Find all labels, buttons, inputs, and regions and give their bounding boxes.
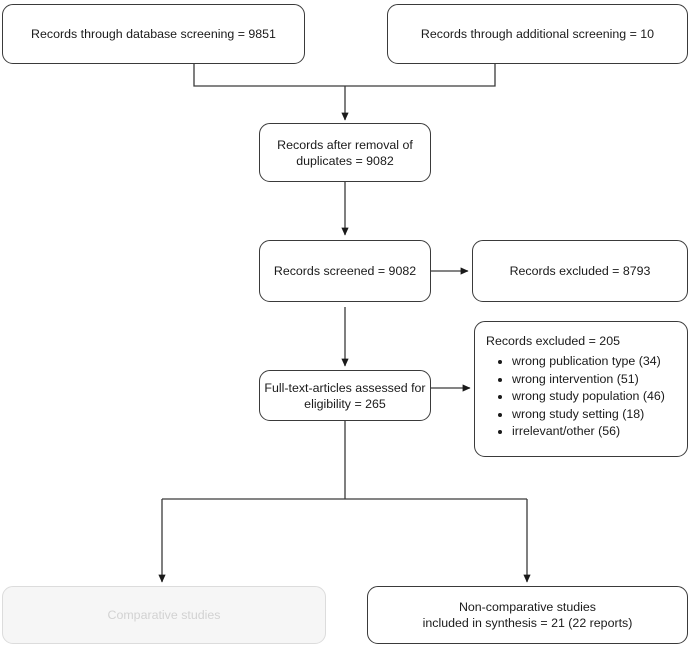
node-records-excluded-fulltext: Records excluded = 205 wrong publication… bbox=[474, 321, 688, 457]
exclusion-reason-list: wrong publication type (34) wrong interv… bbox=[486, 353, 677, 441]
connector-top-bus bbox=[193, 64, 496, 87]
list-item: irrelevant/other (56) bbox=[512, 423, 677, 441]
node-records-excluded-screening-label: Records excluded = 8793 bbox=[509, 264, 651, 278]
node-comparative-studies-label: Comparative studies bbox=[107, 608, 221, 622]
node-non-comparative-studies: Non-comparative studies included in synt… bbox=[367, 586, 688, 644]
node-database-screening: Records through database screening = 985… bbox=[2, 4, 305, 64]
node-records-excluded-fulltext-heading: Records excluded = 205 bbox=[486, 334, 620, 348]
node-database-screening-label: Records through database screening = 985… bbox=[31, 27, 276, 41]
node-additional-screening-label: Records through additional screening = 1… bbox=[420, 27, 655, 41]
list-item: wrong intervention (51) bbox=[512, 371, 677, 389]
list-item: wrong study setting (18) bbox=[512, 406, 677, 424]
node-comparative-studies: Comparative studies bbox=[2, 586, 326, 644]
node-additional-screening: Records through additional screening = 1… bbox=[387, 4, 688, 64]
node-records-excluded-screening: Records excluded = 8793 bbox=[472, 240, 688, 302]
node-records-screened: Records screened = 9082 bbox=[259, 240, 431, 302]
node-fulltext-assessed-label: Full-text-articles assessed for eligibil… bbox=[264, 380, 426, 411]
list-item: wrong publication type (34) bbox=[512, 353, 677, 371]
node-fulltext-assessed: Full-text-articles assessed for eligibil… bbox=[259, 370, 431, 421]
node-non-comparative-studies-label: Non-comparative studies included in synt… bbox=[422, 600, 633, 630]
node-records-screened-label: Records screened = 9082 bbox=[273, 264, 417, 278]
list-item: wrong study population (46) bbox=[512, 388, 677, 406]
node-after-duplicates-label: Records after removal of duplicates = 90… bbox=[277, 137, 413, 168]
node-after-duplicates: Records after removal of duplicates = 90… bbox=[259, 123, 431, 182]
